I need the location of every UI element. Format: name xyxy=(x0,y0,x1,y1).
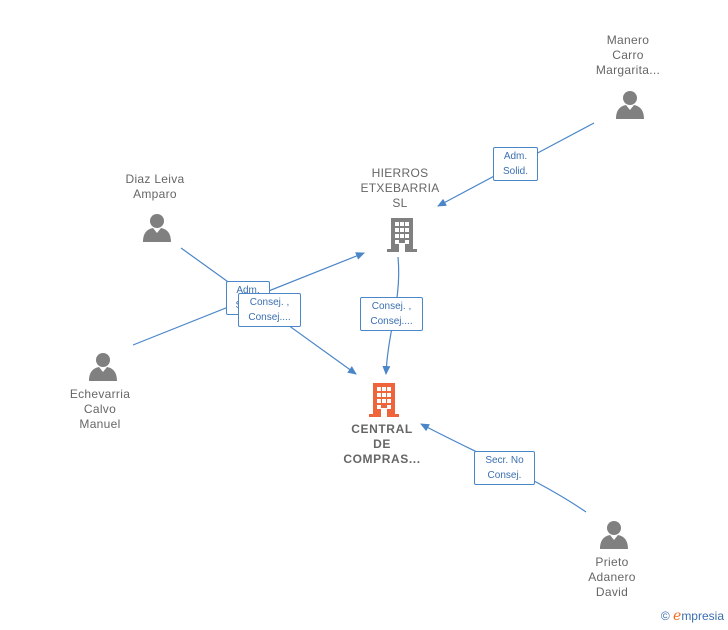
brand-footer[interactable]: © empresia xyxy=(661,608,724,624)
edge-label-prieto-central[interactable]: Secr. No Consej. xyxy=(474,451,535,485)
edge-label-hierros-central[interactable]: Consej. , Consej.... xyxy=(360,297,423,331)
node-label-manero[interactable]: Manero Carro Margarita... xyxy=(595,33,661,77)
node-label-hierros[interactable]: HIERROS ETXEBARRIA SL xyxy=(360,166,440,210)
person-icon[interactable] xyxy=(616,91,644,119)
person-icon[interactable] xyxy=(600,521,628,549)
node-label-prieto[interactable]: Prieto Adanero David xyxy=(588,555,636,599)
node-label-echevarria[interactable]: Echevarria Calvo Manuel xyxy=(69,387,131,431)
brand-logo-text: mpresia xyxy=(681,609,724,623)
person-icon[interactable] xyxy=(143,214,171,242)
edge-label-manero-hierros[interactable]: Adm. Solid. xyxy=(493,147,538,181)
copyright-symbol: © xyxy=(660,609,670,623)
company-building-icon[interactable] xyxy=(387,218,417,252)
node-label-diaz[interactable]: Diaz Leiva Amparo xyxy=(125,172,185,201)
edge-label-echevarria-central[interactable]: Consej. , Consej.... xyxy=(238,293,301,327)
main-company-building-icon[interactable] xyxy=(369,383,399,417)
node-label-central[interactable]: CENTRAL DE COMPRAS... xyxy=(343,422,421,466)
brand-logo-e: e xyxy=(673,608,682,624)
person-icon[interactable] xyxy=(89,353,117,381)
